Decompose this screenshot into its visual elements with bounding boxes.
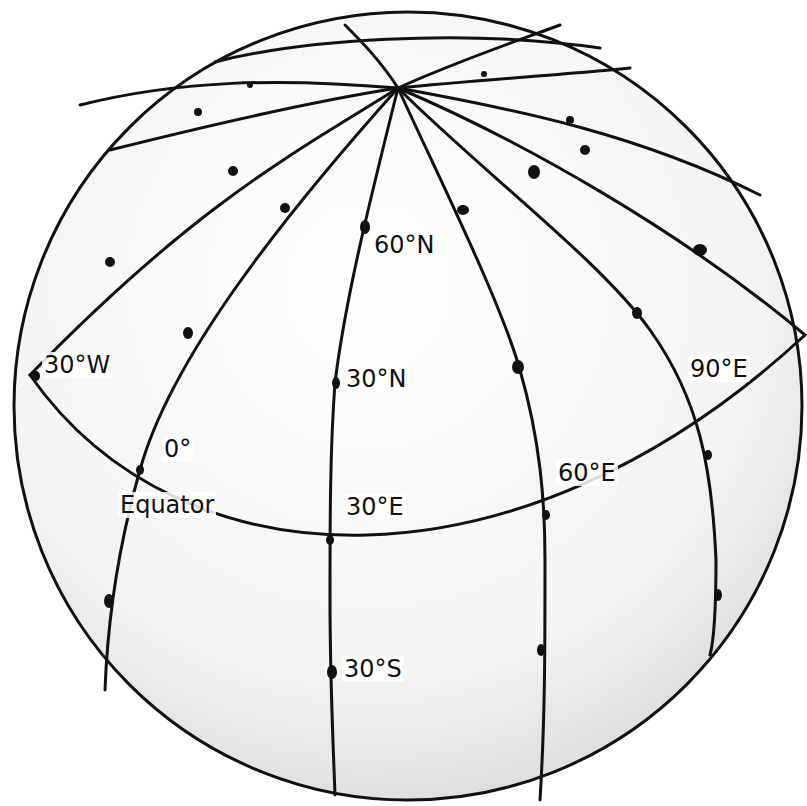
coordinate-label: 30°E (344, 494, 406, 520)
coordinate-label: 0° (162, 436, 193, 462)
coordinate-label: 30°W (42, 352, 112, 378)
coordinate-label: Equator (118, 492, 216, 518)
coordinate-label: 30°S (342, 656, 404, 682)
coordinate-label: 60°N (372, 232, 437, 258)
coordinate-label: 90°E (688, 356, 750, 382)
coordinate-label: 60°E (556, 460, 618, 486)
coordinate-label: 30°N (344, 366, 409, 392)
